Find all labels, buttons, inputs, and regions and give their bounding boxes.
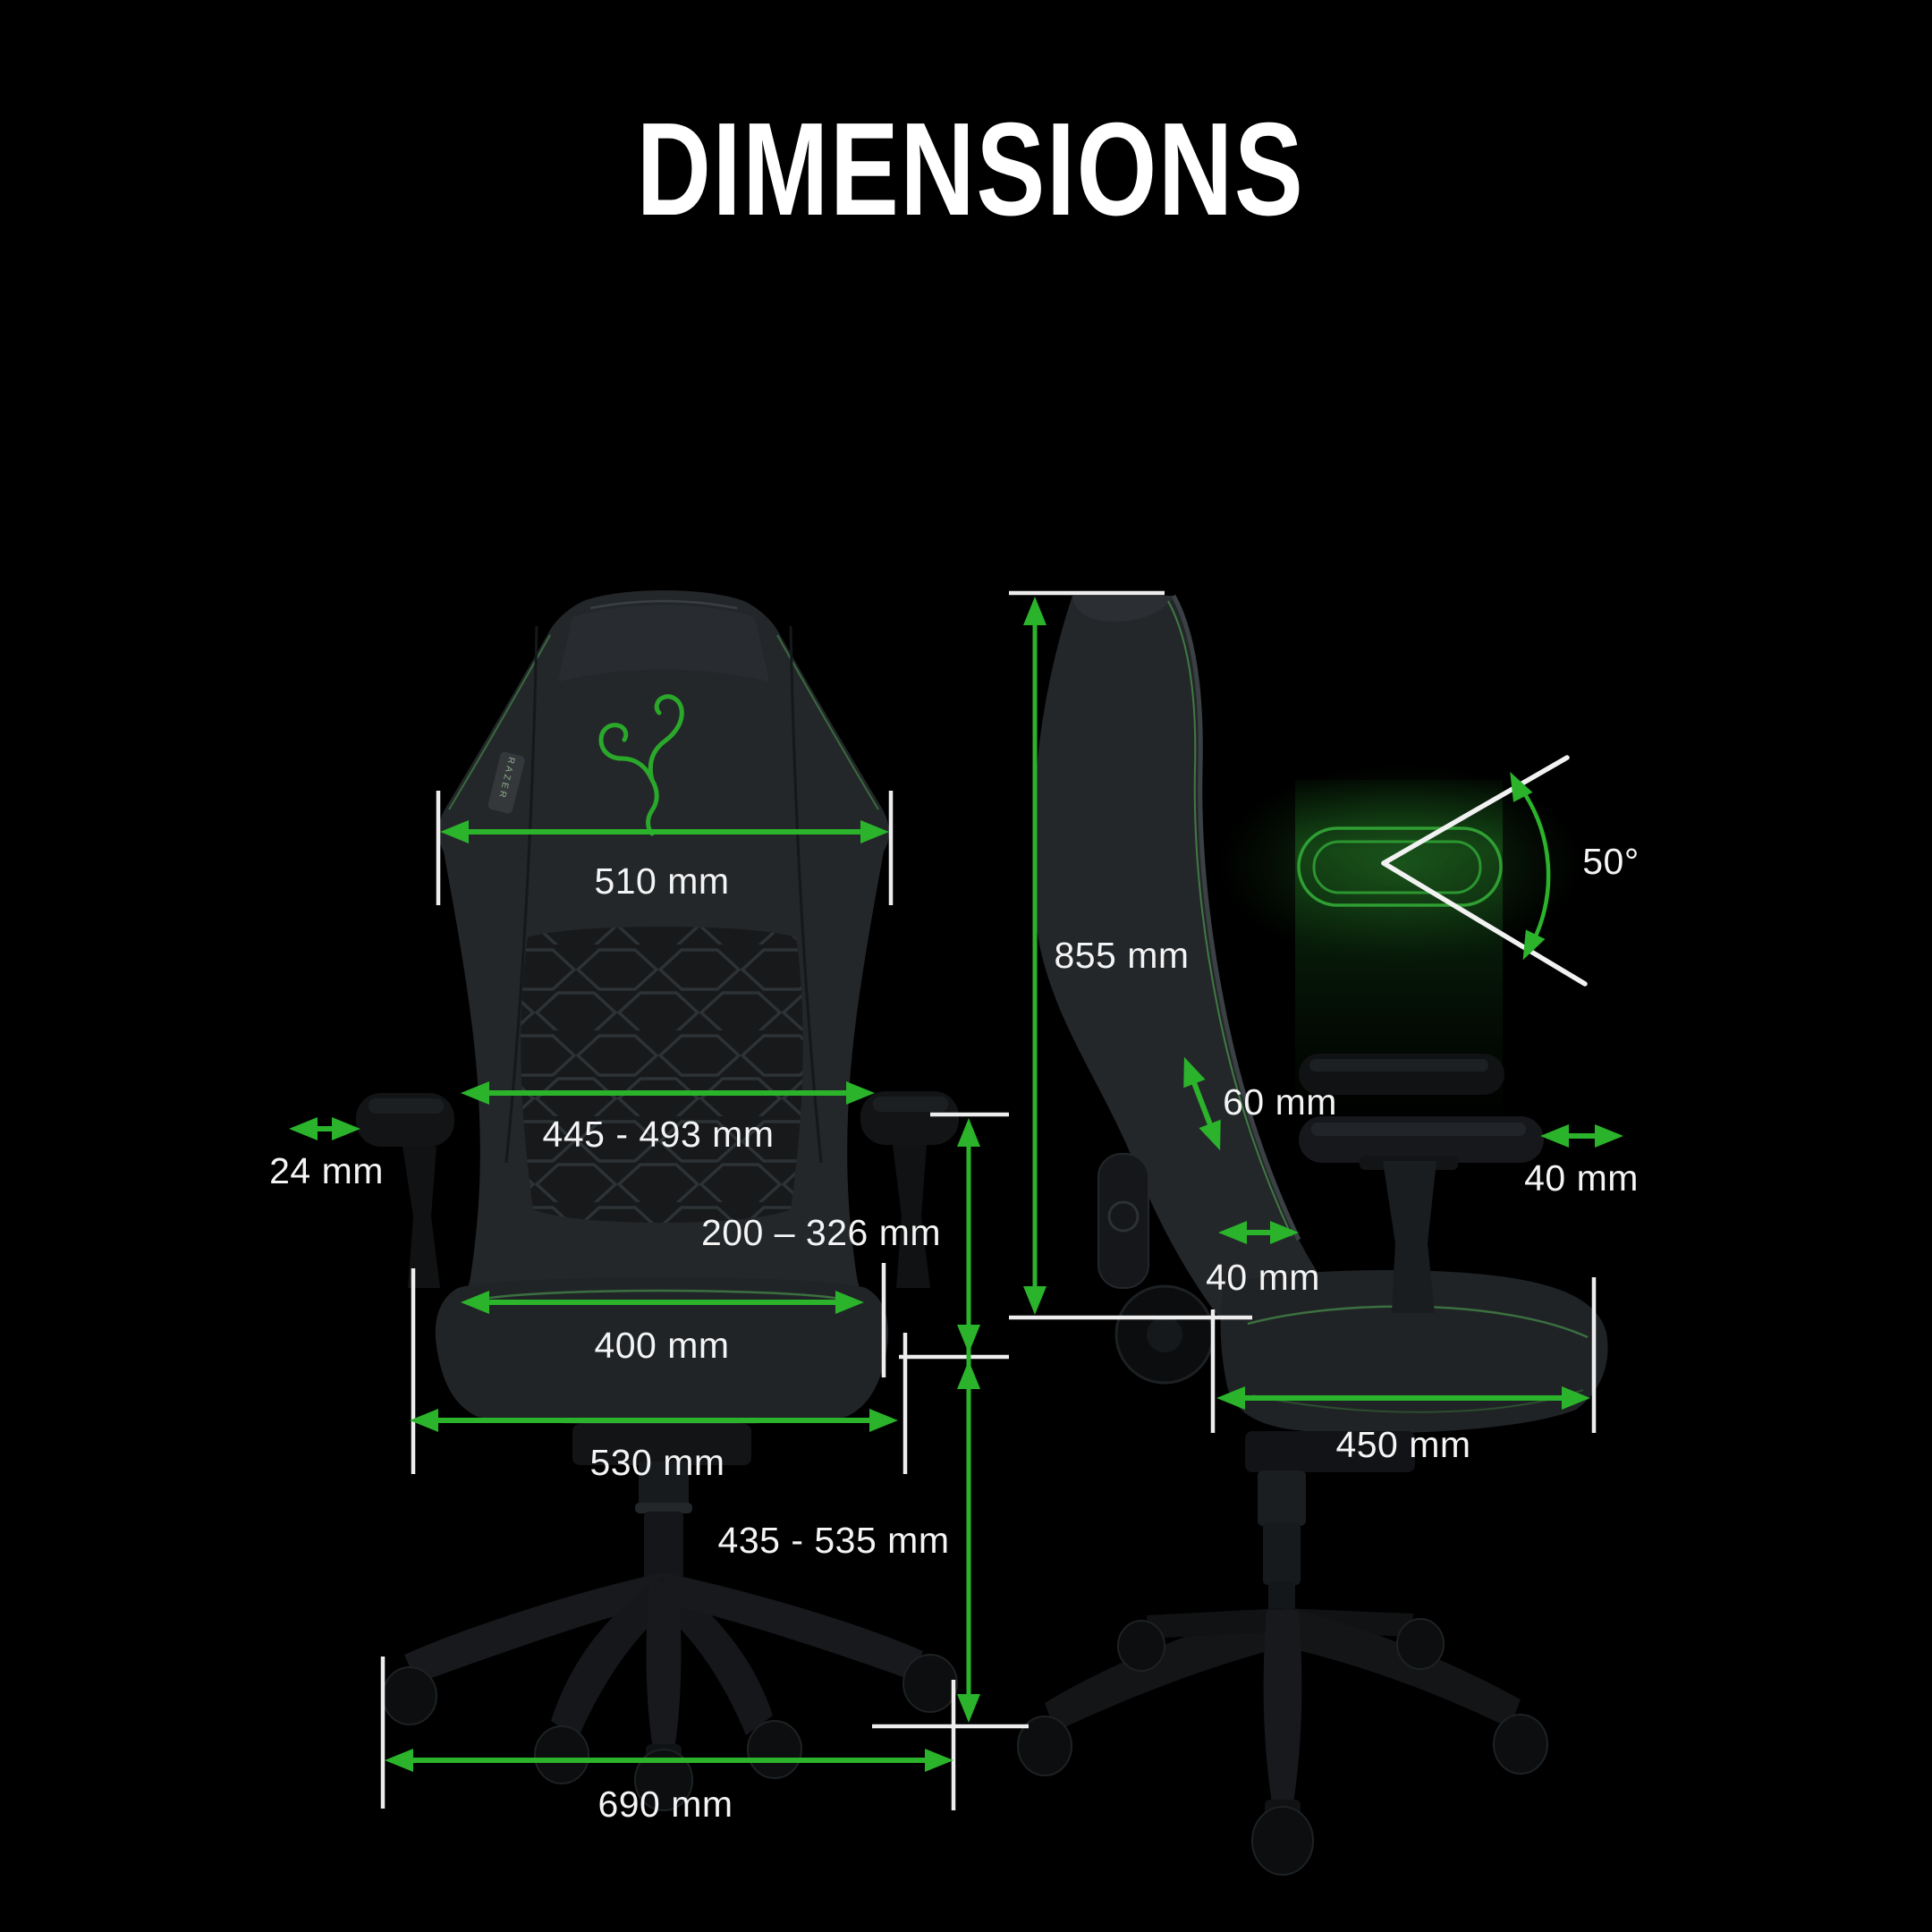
arrow-lumbar-60: [1183, 1056, 1221, 1151]
arrow-mid-width-445-493: [461, 1081, 875, 1105]
dim-seat-depth: 450 mm: [1335, 1424, 1471, 1465]
dim-backrest-width: 510 mm: [594, 860, 730, 902]
dim-seat-height: 435 - 535 mm: [717, 1520, 950, 1561]
reference-lines: [380, 590, 1597, 1810]
arrow-back-height-855: [1023, 597, 1046, 1315]
page-title: DIMENSIONS: [636, 96, 1305, 243]
arrow-armrest-height-and-seat-height: [957, 1118, 980, 1723]
arrow-seat-outer-530: [410, 1409, 898, 1432]
lumbar-pillow-outline-icon: [1297, 826, 1503, 907]
dim-backrest-mid-width: 445 - 493 mm: [542, 1114, 775, 1155]
dim-back-height: 855 mm: [1054, 935, 1190, 976]
dim-armrest-slide: 40 mm: [1524, 1157, 1639, 1199]
dim-recline-angle: 50°: [1582, 841, 1640, 882]
dimension-arrows: [289, 597, 1623, 1772]
arrow-seat-depth-450: [1216, 1386, 1590, 1410]
dim-armrest-height: 200 – 326 mm: [700, 1212, 942, 1253]
arrow-armrest-slide-40: [1540, 1124, 1623, 1148]
arrow-armrest-width-24: [289, 1117, 360, 1140]
dim-seat-outer-width: 530 mm: [589, 1442, 725, 1483]
chair-front-illustration: RAZER: [356, 590, 959, 1811]
arrow-base-width-690: [385, 1749, 953, 1772]
dim-armrest-width: 24 mm: [269, 1150, 384, 1191]
arrow-seat-width-400: [461, 1291, 864, 1314]
razer-snake-logo-icon: [598, 694, 684, 836]
dim-seat-width: 400 mm: [594, 1325, 730, 1366]
arrow-seat-slide-40: [1218, 1221, 1299, 1244]
brand-tag: RAZER: [487, 751, 525, 814]
dim-seat-slide: 40 mm: [1206, 1257, 1320, 1298]
chair-side-illustration: [1017, 594, 1608, 1876]
dim-lumbar-adjust: 60 mm: [1223, 1081, 1337, 1123]
recline-angle-figure: [1381, 755, 1588, 987]
arrow-backrest-width-510: [440, 820, 889, 843]
dim-base-width: 690 mm: [597, 1784, 733, 1825]
